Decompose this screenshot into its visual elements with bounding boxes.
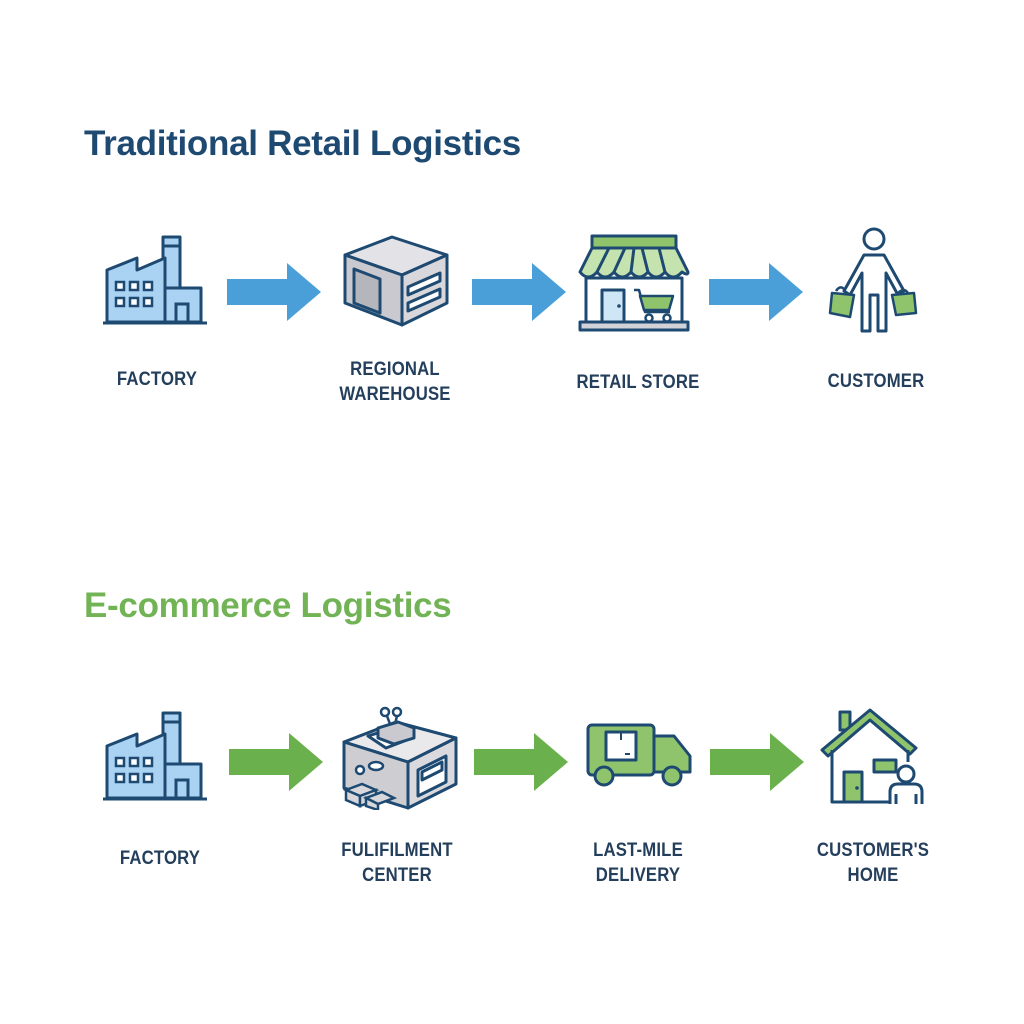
arrow-shape (474, 733, 568, 791)
ecommerce-title: E-commerce Logistics (84, 586, 452, 625)
arrow-shape (709, 263, 803, 321)
flow-arrow (474, 733, 568, 791)
flow-arrow (710, 733, 804, 791)
warehouse-icon (343, 235, 449, 327)
arrow-shape (227, 263, 321, 321)
step-label-factory: FACTORY (119, 848, 201, 869)
step-label-regional-warehouse: REGIONAL WAREHOUSE (339, 359, 451, 405)
factory-icon (103, 235, 207, 325)
step-label-customers-home: CUSTOMER'S HOME (816, 840, 930, 886)
shopper-icon (828, 227, 918, 333)
factory-icon (103, 711, 207, 801)
flow-arrow (229, 733, 323, 791)
step-label-last-mile-delivery: LAST-MILE DELIVERY (593, 840, 683, 886)
fulfillment-center-icon (342, 706, 458, 810)
flow-arrow (709, 263, 803, 321)
delivery-truck-icon (586, 723, 692, 787)
step-label-retail-store: RETAIL STORE (576, 372, 700, 393)
arrow-shape (472, 263, 566, 321)
step-label-customer: CUSTOMER (827, 371, 925, 392)
arrow-shape (229, 733, 323, 791)
storefront-icon (578, 234, 690, 332)
flow-arrow (227, 263, 321, 321)
traditional-retail-title: Traditional Retail Logistics (84, 124, 521, 163)
arrow-shape (710, 733, 804, 791)
flow-arrow (472, 263, 566, 321)
home-with-person-icon (820, 708, 924, 804)
step-label-factory: FACTORY (116, 369, 198, 390)
step-label-fulfillment-center: FULIFILMENT CENTER (341, 840, 453, 886)
